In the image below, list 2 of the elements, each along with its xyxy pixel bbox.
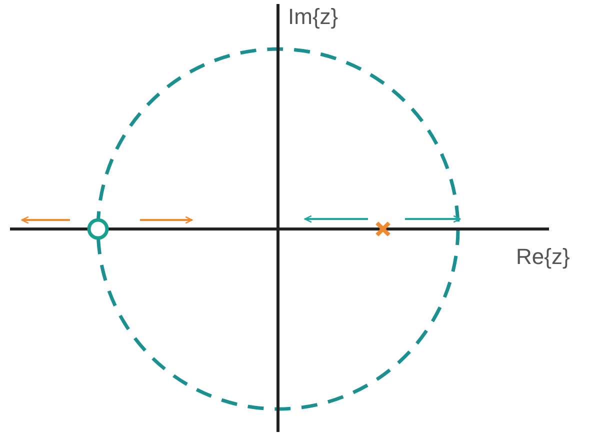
axis-label: Im{z} xyxy=(288,6,338,28)
axis-label: Re{z} xyxy=(516,246,570,268)
